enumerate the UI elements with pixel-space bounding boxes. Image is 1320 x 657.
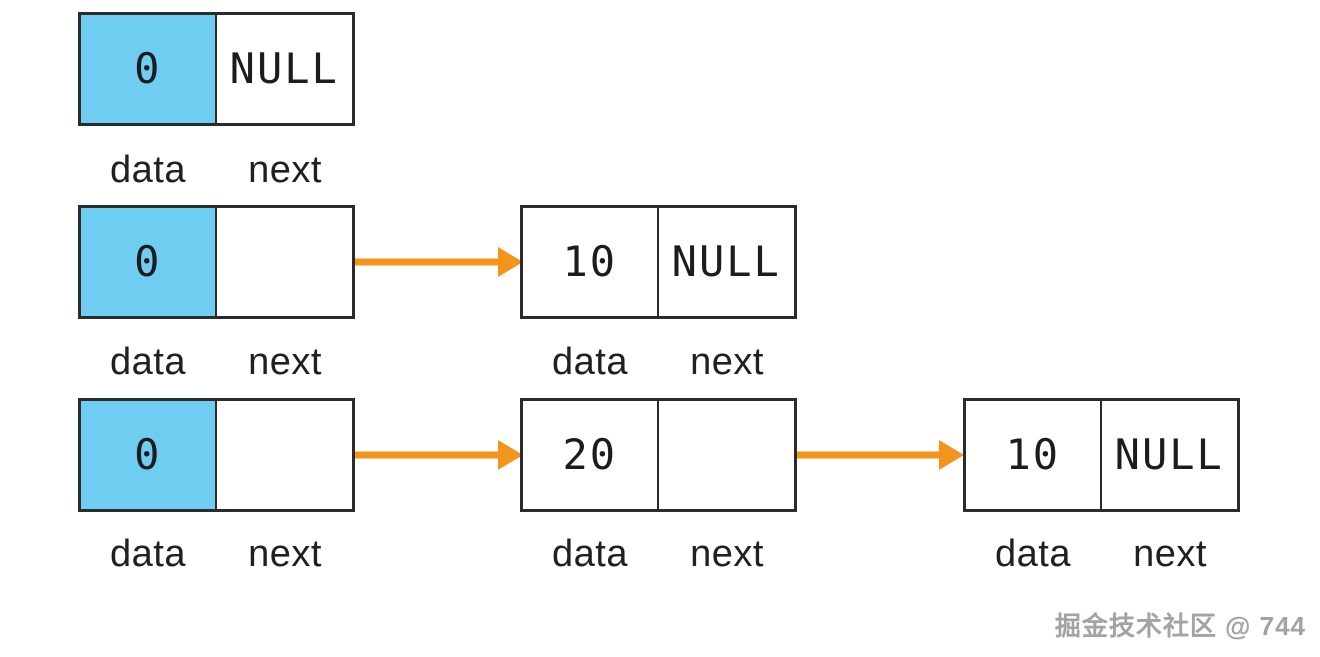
next-cell bbox=[217, 208, 353, 316]
next-value: NULL bbox=[1114, 430, 1224, 479]
data-cell: 20 bbox=[523, 401, 659, 509]
data-label: data bbox=[995, 533, 1071, 575]
data-label: data bbox=[552, 341, 628, 383]
next-cell bbox=[659, 401, 795, 509]
next-label: next bbox=[248, 149, 322, 191]
data-value: 0 bbox=[134, 237, 162, 286]
data-cell: 0 bbox=[81, 208, 217, 316]
data-value: 10 bbox=[1005, 430, 1061, 479]
list-node-step2-head: 0 bbox=[78, 205, 355, 319]
next-cell: NULL bbox=[659, 208, 795, 316]
data-value: 0 bbox=[134, 430, 162, 479]
watermark: 掘金技术社区 @ 744 bbox=[1054, 611, 1306, 641]
list-node-step3-node2: 20 bbox=[520, 398, 797, 512]
data-label: data bbox=[110, 533, 186, 575]
next-label: next bbox=[248, 533, 322, 575]
list-node-step3-node3: 10 NULL bbox=[963, 398, 1240, 512]
data-cell: 10 bbox=[966, 401, 1102, 509]
data-label: data bbox=[110, 149, 186, 191]
next-cell: NULL bbox=[217, 15, 353, 123]
next-value: NULL bbox=[671, 237, 781, 286]
list-node-step1-head: 0 NULL bbox=[78, 12, 355, 126]
next-value: NULL bbox=[229, 44, 339, 93]
data-cell: 0 bbox=[81, 15, 217, 123]
list-node-step3-head: 0 bbox=[78, 398, 355, 512]
data-value: 0 bbox=[134, 44, 162, 93]
data-label: data bbox=[110, 341, 186, 383]
next-label: next bbox=[248, 341, 322, 383]
list-node-step2-node2: 10 NULL bbox=[520, 205, 797, 319]
data-value: 20 bbox=[562, 430, 618, 479]
data-value: 10 bbox=[562, 237, 618, 286]
next-cell: NULL bbox=[1102, 401, 1238, 509]
data-label: data bbox=[552, 533, 628, 575]
data-cell: 10 bbox=[523, 208, 659, 316]
next-label: next bbox=[690, 533, 764, 575]
next-label: next bbox=[1133, 533, 1207, 575]
data-cell: 0 bbox=[81, 401, 217, 509]
next-label: next bbox=[690, 341, 764, 383]
next-cell bbox=[217, 401, 353, 509]
